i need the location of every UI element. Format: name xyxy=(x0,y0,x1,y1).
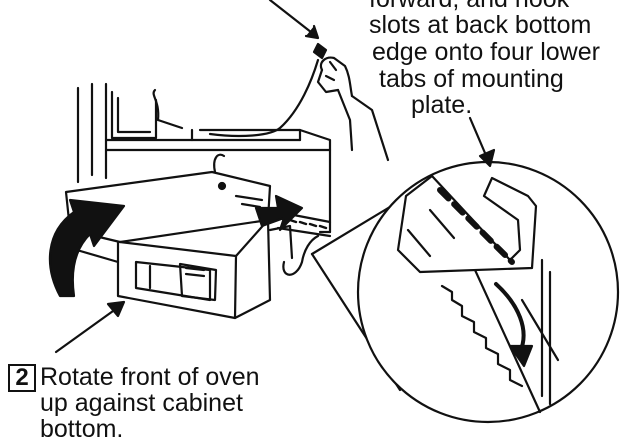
hand xyxy=(318,58,388,160)
installation-diagram: forward, and hook slots at back bottom e… xyxy=(0,0,634,434)
top-instruction-line-3: edge onto four lower xyxy=(372,39,600,66)
step2-line-1: Rotate front of oven xyxy=(40,364,260,391)
step-number-badge: 2 xyxy=(8,364,36,392)
microwave-oven xyxy=(66,155,318,318)
top-instruction-line-5: plate. xyxy=(411,92,472,119)
step2-leader-arrow xyxy=(56,302,124,352)
power-cord xyxy=(210,0,326,136)
magnified-detail-circle xyxy=(358,162,618,422)
top-instruction-line-2: slots at back bottom xyxy=(369,12,591,39)
wall-cabinet xyxy=(78,84,330,182)
push-arrow xyxy=(256,196,302,230)
top-instruction-line-4: tabs of mounting xyxy=(379,66,564,93)
step2-line-3: bottom. xyxy=(40,416,123,443)
rotation-arrow xyxy=(50,200,124,296)
top-leader-arrow xyxy=(470,118,494,166)
step2-line-2: up against cabinet xyxy=(40,390,243,417)
